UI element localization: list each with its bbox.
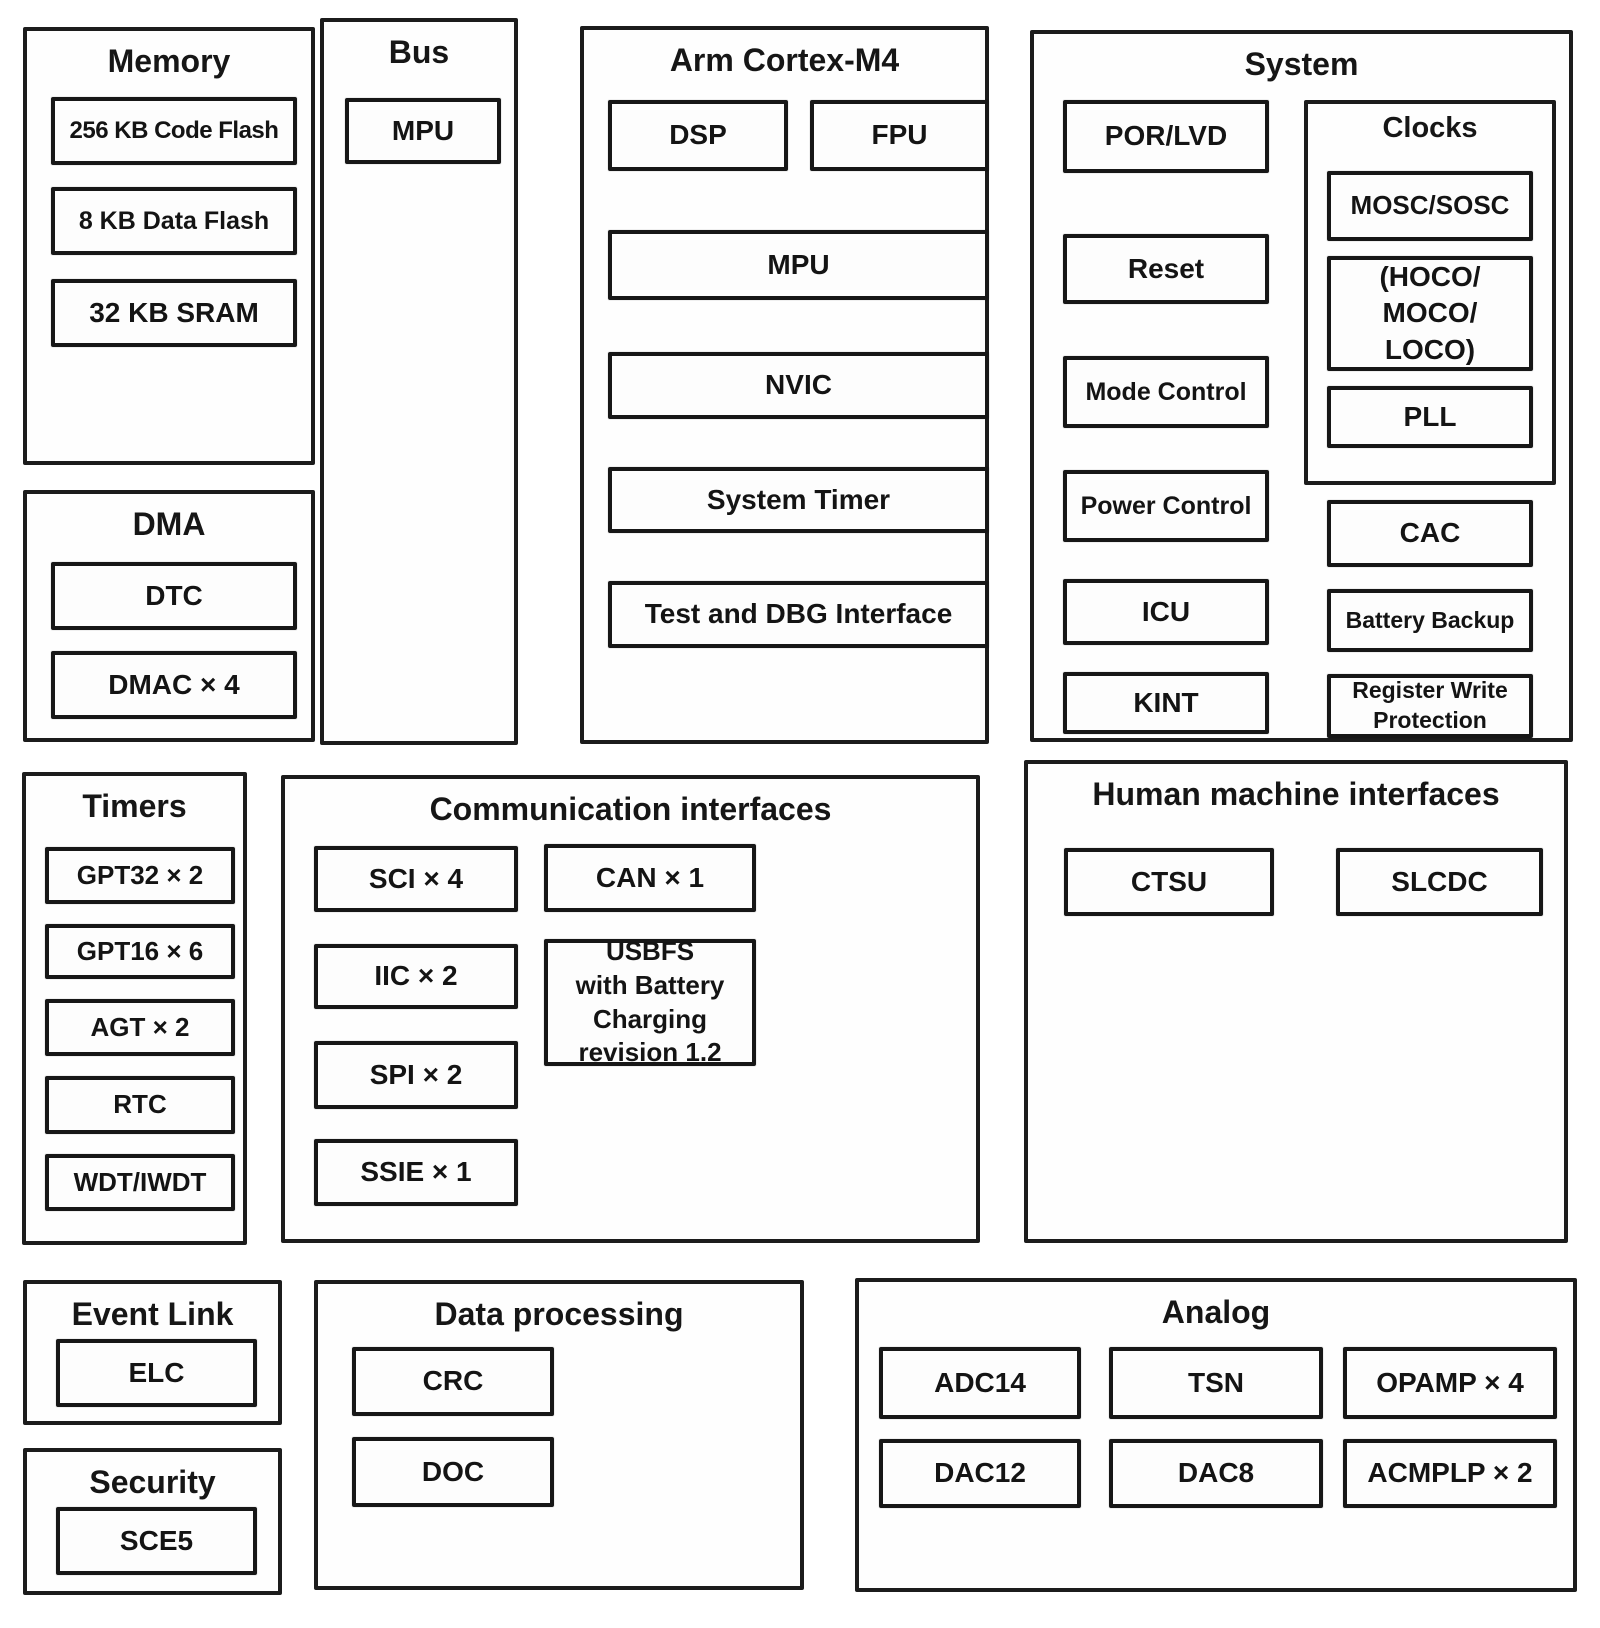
panel-system-title: System xyxy=(1244,46,1359,82)
block-adc14: ADC14 xyxy=(879,1347,1081,1419)
panel-timers-title: Timers xyxy=(82,788,187,824)
panel-dma-title: DMA xyxy=(132,506,206,542)
block-sce5: SCE5 xyxy=(56,1507,257,1575)
panel-security-title: Security xyxy=(89,1464,216,1500)
block-rtc: RTC xyxy=(45,1076,235,1134)
block-wdt-iwdt: WDT/IWDT xyxy=(45,1154,235,1211)
block-dac12: DAC12 xyxy=(879,1439,1081,1508)
panel-communication-interfaces: Communication interfaces SCI × 4 CAN × 1… xyxy=(281,775,980,1243)
panel-event-link-title: Event Link xyxy=(71,1296,234,1332)
block-spi: SPI × 2 xyxy=(314,1041,518,1109)
block-system-timer: System Timer xyxy=(608,467,989,533)
block-kint: KINT xyxy=(1063,672,1269,734)
panel-timers: Timers GPT32 × 2 GPT16 × 6 AGT × 2 RTC W… xyxy=(22,772,247,1245)
block-usbfs: USBFS with Battery Charging revision 1.2 xyxy=(544,936,756,1067)
block-slcdc: SLCDC xyxy=(1336,848,1543,916)
block-gpt16: GPT16 × 6 xyxy=(45,924,235,979)
block-can: CAN × 1 xyxy=(544,844,756,912)
block-data-flash: 8 KB Data Flash xyxy=(51,187,297,255)
block-icu: ICU xyxy=(1063,579,1269,645)
block-gpt32: GPT32 × 2 xyxy=(45,847,235,904)
panel-human-machine-interfaces: Human machine interfaces CTSU SLCDC xyxy=(1024,760,1568,1243)
panel-data-processing-title: Data processing xyxy=(434,1296,684,1332)
block-opamp: OPAMP × 4 xyxy=(1343,1347,1557,1419)
panel-data-processing: Data processing CRC DOC xyxy=(314,1280,804,1590)
block-cortex-mpu: MPU xyxy=(608,230,989,300)
block-elc: ELC xyxy=(56,1339,257,1407)
block-cac: CAC xyxy=(1327,500,1533,567)
panel-arm-cortex-m4: Arm Cortex-M4 DSP FPU MPU NVIC System Ti… xyxy=(580,26,989,744)
panel-memory: Memory 256 KB Code Flash 8 KB Data Flash… xyxy=(23,27,315,465)
panel-arm-cortex-m4-title: Arm Cortex-M4 xyxy=(669,42,900,78)
panel-memory-title: Memory xyxy=(107,43,231,79)
panel-security: Security SCE5 xyxy=(23,1448,282,1595)
panel-system: System POR/LVD Reset Mode Control Power … xyxy=(1030,30,1573,742)
panel-human-machine-interfaces-title: Human machine interfaces xyxy=(1092,776,1500,812)
block-reset: Reset xyxy=(1063,234,1269,304)
block-power-control: Power Control xyxy=(1063,470,1269,542)
panel-analog: Analog ADC14 TSN OPAMP × 4 DAC12 DAC8 AC… xyxy=(855,1278,1577,1592)
block-pll: PLL xyxy=(1327,386,1533,448)
block-test-dbg-interface: Test and DBG Interface xyxy=(608,581,989,648)
block-iic: IIC × 2 xyxy=(314,944,518,1009)
block-sram: 32 KB SRAM xyxy=(51,279,297,347)
block-battery-backup: Battery Backup xyxy=(1327,589,1533,652)
panel-bus-title: Bus xyxy=(388,34,450,70)
panel-dma: DMA DTC DMAC × 4 xyxy=(23,490,315,742)
panel-event-link: Event Link ELC xyxy=(23,1280,282,1425)
subpanel-clocks-title: Clocks xyxy=(1382,112,1478,144)
block-por-lvd: POR/LVD xyxy=(1063,100,1269,173)
block-dmac: DMAC × 4 xyxy=(51,651,297,719)
panel-analog-title: Analog xyxy=(1161,1294,1271,1330)
block-code-flash: 256 KB Code Flash xyxy=(51,97,297,165)
block-tsn: TSN xyxy=(1109,1347,1323,1419)
block-hoco-moco-loco: (HOCO/ MOCO/ LOCO) xyxy=(1327,256,1533,371)
block-mode-control: Mode Control xyxy=(1063,356,1269,428)
block-ctsu: CTSU xyxy=(1064,848,1274,916)
block-agt: AGT × 2 xyxy=(45,999,235,1056)
panel-communication-interfaces-title: Communication interfaces xyxy=(429,791,832,827)
block-dsp: DSP xyxy=(608,100,788,171)
block-ssie: SSIE × 1 xyxy=(314,1139,518,1206)
block-fpu: FPU xyxy=(810,100,989,171)
block-acmplp: ACMPLP × 2 xyxy=(1343,1439,1557,1508)
block-nvic: NVIC xyxy=(608,352,989,419)
block-register-write-protection: Register Write Protection xyxy=(1327,674,1533,738)
panel-bus: Bus MPU xyxy=(320,18,518,745)
block-dac8: DAC8 xyxy=(1109,1439,1323,1508)
block-dtc: DTC xyxy=(51,562,297,630)
block-bus-mpu: MPU xyxy=(345,98,501,164)
block-crc: CRC xyxy=(352,1347,554,1416)
block-doc: DOC xyxy=(352,1437,554,1507)
subpanel-clocks: Clocks MOSC/SOSC (HOCO/ MOCO/ LOCO) PLL xyxy=(1304,100,1556,485)
block-mosc-sosc: MOSC/SOSC xyxy=(1327,171,1533,241)
block-sci: SCI × 4 xyxy=(314,846,518,912)
